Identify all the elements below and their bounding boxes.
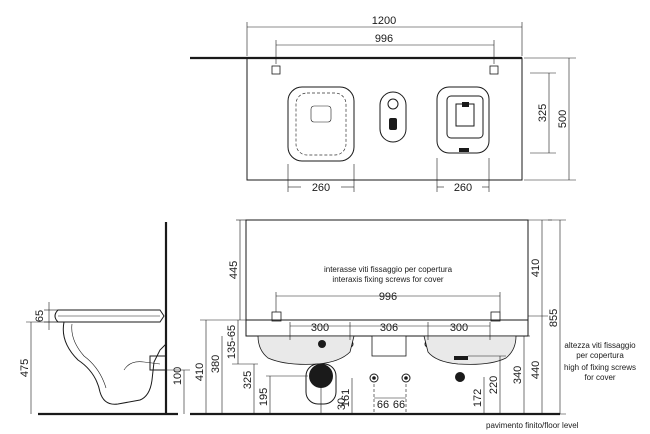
dim-66-b: 66 — [393, 399, 405, 411]
dim-996-front: 996 — [379, 291, 397, 303]
dim-855: 855 — [548, 309, 560, 327]
floor-label: pavimento finito/floor level — [486, 421, 579, 430]
dim-30: 30 — [336, 398, 348, 410]
side-bowl-profile — [62, 321, 167, 405]
top-view: 1200 996 325 500 260 260 — [190, 15, 576, 194]
top-right-flush-plate — [455, 103, 475, 127]
top-right-bowl — [436, 86, 490, 154]
right-note-en-2: for cover — [584, 373, 615, 382]
side-connector — [149, 355, 167, 371]
front-screw-left — [271, 311, 282, 322]
dim-161: 161 — [340, 389, 352, 407]
dim-380: 380 — [210, 355, 222, 373]
dim-172: 172 — [472, 389, 484, 407]
top-left-flush-plate — [310, 105, 332, 123]
top-center-hole — [387, 98, 399, 110]
front-supply-2 — [401, 373, 411, 383]
dim-1200: 1200 — [372, 15, 396, 27]
dim-306-mid: 306 — [380, 322, 398, 334]
dim-220: 220 — [488, 376, 500, 394]
dim-260-left: 260 — [312, 182, 330, 194]
dim-996-top: 996 — [375, 33, 393, 45]
front-view: interasse viti fissaggio per copertura i… — [190, 219, 636, 430]
side-dim-475: 475 — [19, 359, 31, 377]
front-right-fixture — [423, 335, 517, 365]
side-dim-100: 100 — [172, 367, 184, 385]
top-left-bowl-inner — [295, 92, 347, 156]
front-waste-pipe — [309, 364, 333, 388]
right-note-en-1: high of fixing screws — [564, 363, 636, 372]
front-right-drain — [454, 356, 468, 360]
front-left-fixture — [257, 335, 355, 365]
front-right-waste — [455, 372, 465, 382]
side-seat — [54, 309, 165, 323]
top-right-drain — [459, 148, 469, 152]
dim-135-65: 135-65 — [226, 325, 238, 359]
dim-410-right: 410 — [530, 259, 542, 277]
cover-note-it: interasse viti fissaggio per copertura — [324, 265, 453, 274]
dim-325: 325 — [537, 104, 549, 122]
right-note-it-2: per copertura — [576, 351, 624, 360]
dim-445: 445 — [228, 261, 240, 279]
dim-340: 340 — [512, 366, 524, 384]
dim-440: 440 — [530, 361, 542, 379]
dim-66-a: 66 — [377, 399, 389, 411]
top-center-connection — [379, 91, 407, 143]
dim-300-right: 300 — [450, 322, 468, 334]
dim-300-left: 300 — [311, 322, 329, 334]
front-left-drain — [318, 340, 326, 348]
right-note-it-1: altezza viti fissaggio — [564, 341, 636, 350]
dim-410-left: 410 — [194, 363, 206, 381]
front-screw-right — [490, 311, 501, 322]
dim-260-right: 260 — [454, 182, 472, 194]
dim-325-front: 325 — [242, 371, 254, 389]
top-left-bowl — [287, 86, 355, 162]
top-right-bowl-inner — [446, 95, 484, 139]
cover-note-en: interaxis fixing screws for cover — [332, 275, 443, 284]
top-screw-right — [489, 65, 499, 75]
top-frame-outline — [246, 57, 523, 181]
side-view: 65 475 100 — [19, 222, 190, 416]
side-dim-65: 65 — [34, 310, 46, 322]
top-right-tab — [462, 102, 469, 107]
front-supply-1 — [369, 373, 379, 383]
dim-500: 500 — [557, 110, 569, 128]
dim-195: 195 — [258, 388, 270, 406]
top-screw-left — [271, 65, 281, 75]
top-center-slot — [389, 118, 397, 130]
front-center-box — [371, 335, 407, 357]
